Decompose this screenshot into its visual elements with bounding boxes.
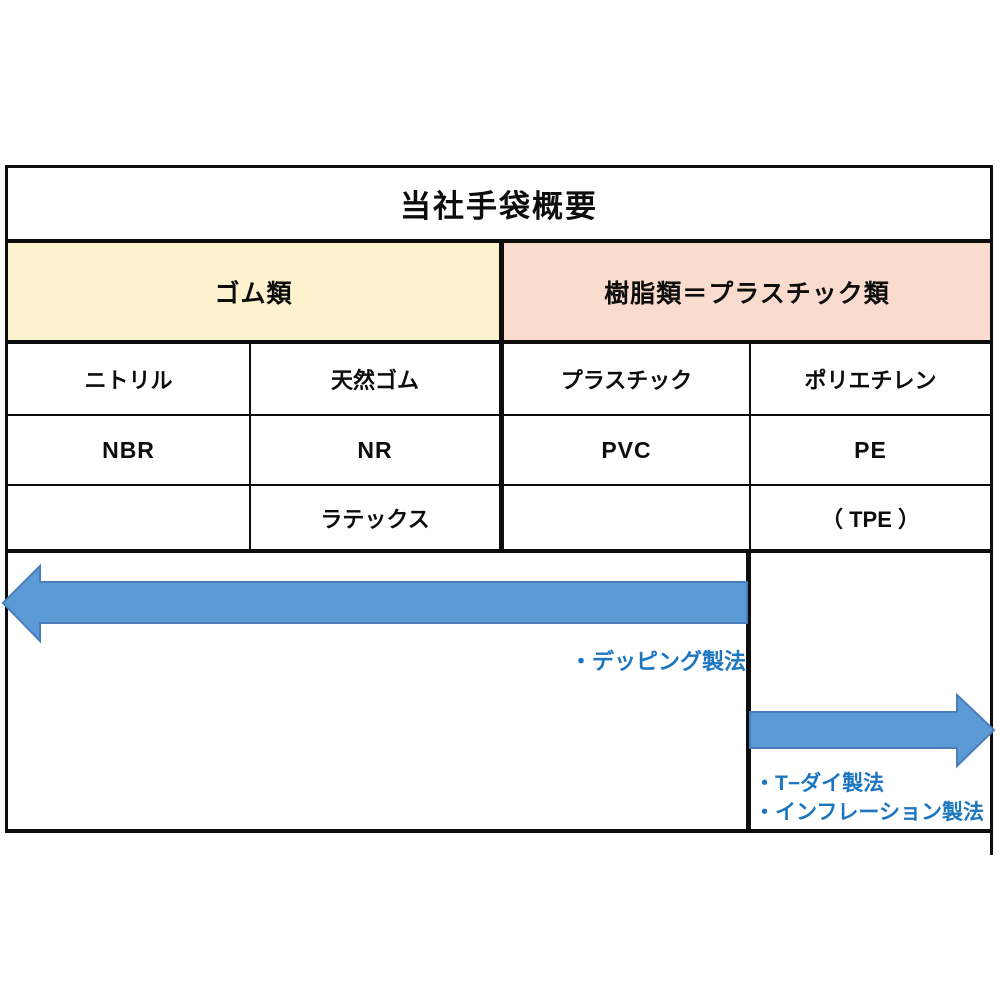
table-cell-polyethylene: ポリエチレン [804, 368, 937, 393]
extrusion-method-labels: ・T−ダイ製法 ・インフレーション製法 [754, 769, 988, 827]
divider-col1-col2 [249, 340, 251, 553]
t-die-method-label: ・T−ダイ製法 [754, 772, 885, 795]
table-cell-plastic: プラスチック [560, 368, 693, 393]
extrusion-arrow-shape [749, 692, 996, 769]
plastic-group-background [504, 243, 990, 340]
extrusion-method-arrow-right-icon [749, 692, 996, 769]
table-cell-latex: ラテックス [320, 506, 430, 532]
divider-col3-col4 [749, 340, 751, 553]
table-cell-nitrile: ニトリル [84, 368, 173, 393]
table-border-left [5, 165, 8, 833]
dipping-method-arrow-left-icon [1, 563, 748, 644]
page-title: 当社手袋概要 [400, 188, 598, 224]
divider-center-groups [499, 239, 504, 553]
divider-bottom-section [746, 549, 751, 833]
table-cell-natural-rubber: 天然ゴム [330, 368, 419, 393]
dipping-arrow-shape [1, 563, 748, 644]
table-cell-nr: NR [357, 436, 393, 463]
table-cell-tpe: （ TPE ） [820, 506, 920, 532]
dipping-method-label: ・デッピング製法 [569, 649, 746, 674]
table-cell-empty-1 [8, 486, 249, 549]
table-cell-pe: PE [854, 436, 887, 463]
table-border-bottom [5, 829, 993, 833]
inflation-method-label: ・インフレーション製法 [754, 801, 984, 824]
group-header-rubber: ゴム類 [214, 279, 293, 308]
table-cell-empty-2 [504, 486, 749, 549]
table-cell-nbr: NBR [102, 436, 155, 463]
table-border-right [990, 165, 993, 855]
rubber-group-background [8, 243, 499, 340]
table-border-top [5, 165, 993, 168]
group-header-plastic: 樹脂類＝プラスチック類 [604, 279, 890, 308]
table-cell-pvc: PVC [601, 436, 652, 463]
